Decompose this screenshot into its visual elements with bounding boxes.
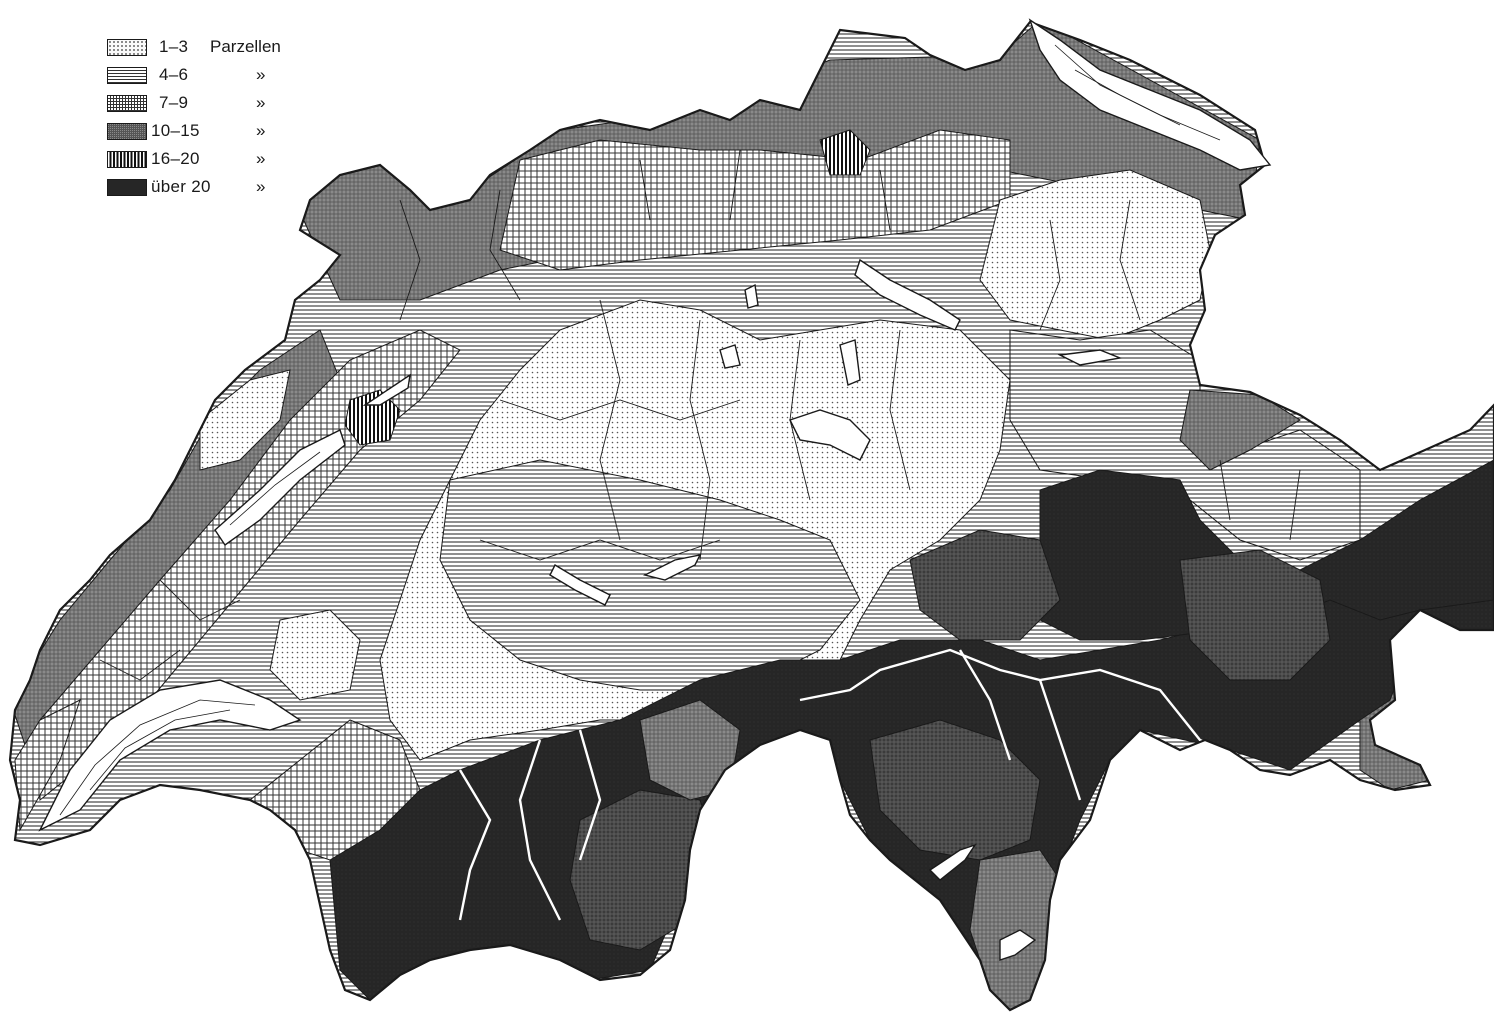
region-vlines-1 (344, 389, 401, 446)
region-lower-valais-cross (249, 719, 421, 861)
legend-range-label: über 20 (151, 177, 211, 196)
legend-range-label: 7–9 (159, 93, 189, 112)
legend-swatch-fine-crosshatch (107, 122, 147, 140)
region-northeast-dots (979, 169, 1211, 341)
region-west-cross (14, 699, 81, 832)
region-upper-ticino-darkcross (909, 529, 1061, 641)
lake-hallwil (744, 283, 759, 309)
legend-range-label: 4–6 (159, 65, 189, 84)
region-ticino-darkcross (869, 719, 1041, 861)
legend-swatch-horizontal-lines (107, 66, 147, 84)
legend-swatch-vertical-lines (107, 150, 147, 168)
legend-swatch-dots (107, 38, 147, 56)
legend-row-4: 10–15 » (107, 117, 347, 145)
legend-swatch-solid-dark (107, 178, 147, 196)
map-legend: 1–3 Parzellen 4–6 » 7–9 » 10–15 » 16–20 … (107, 33, 347, 201)
lake-walen (1057, 349, 1123, 366)
legend-swatch-crosshatch (107, 94, 147, 112)
lake-contours (59, 44, 1221, 816)
region-graubuenden-dark (1039, 459, 1494, 641)
legend-unit-label: Parzellen (210, 37, 281, 56)
legend-range-label: 16–20 (151, 149, 200, 168)
legend-row-3: 7–9 » (107, 89, 347, 117)
legend-row-1: 1–3 Parzellen (107, 33, 347, 61)
canton-borders-south (458, 648, 1261, 921)
lake-constance (1028, 18, 1272, 171)
legend-ditto-mark: » (256, 93, 266, 112)
region-vaud-dots (269, 609, 361, 701)
lake-lucerne (789, 409, 871, 461)
lake-zurich (854, 258, 961, 331)
legend-row-2: 4–6 » (107, 61, 347, 89)
region-vlines-2 (819, 129, 871, 176)
lake-geneva (38, 679, 302, 832)
legend-ditto-mark: » (256, 121, 266, 140)
legend-ditto-mark: » (256, 177, 266, 196)
legend-row-6: über 20 » (107, 173, 347, 201)
lake-thun (549, 564, 611, 606)
region-graubuenden-darkcross (1179, 549, 1331, 681)
lake-brienz (642, 554, 702, 581)
legend-ditto-mark: » (256, 149, 266, 168)
region-valais-darkcross (569, 789, 721, 951)
lake-maggiore (928, 843, 977, 881)
lake-zug (839, 339, 861, 386)
lake-sempach (719, 344, 741, 369)
legend-range-label: 10–15 (151, 121, 200, 140)
legend-range-label: 1–3 (159, 37, 189, 56)
lake-biel (362, 373, 411, 406)
legend-ditto-mark: » (256, 65, 266, 84)
district-boundaries (99, 149, 1301, 681)
lakes (38, 18, 1272, 961)
lake-neuchatel (214, 429, 346, 546)
region-southwest-dots (199, 369, 291, 471)
lake-lugano (999, 929, 1037, 961)
legend-row-5: 16–20 » (107, 145, 347, 173)
